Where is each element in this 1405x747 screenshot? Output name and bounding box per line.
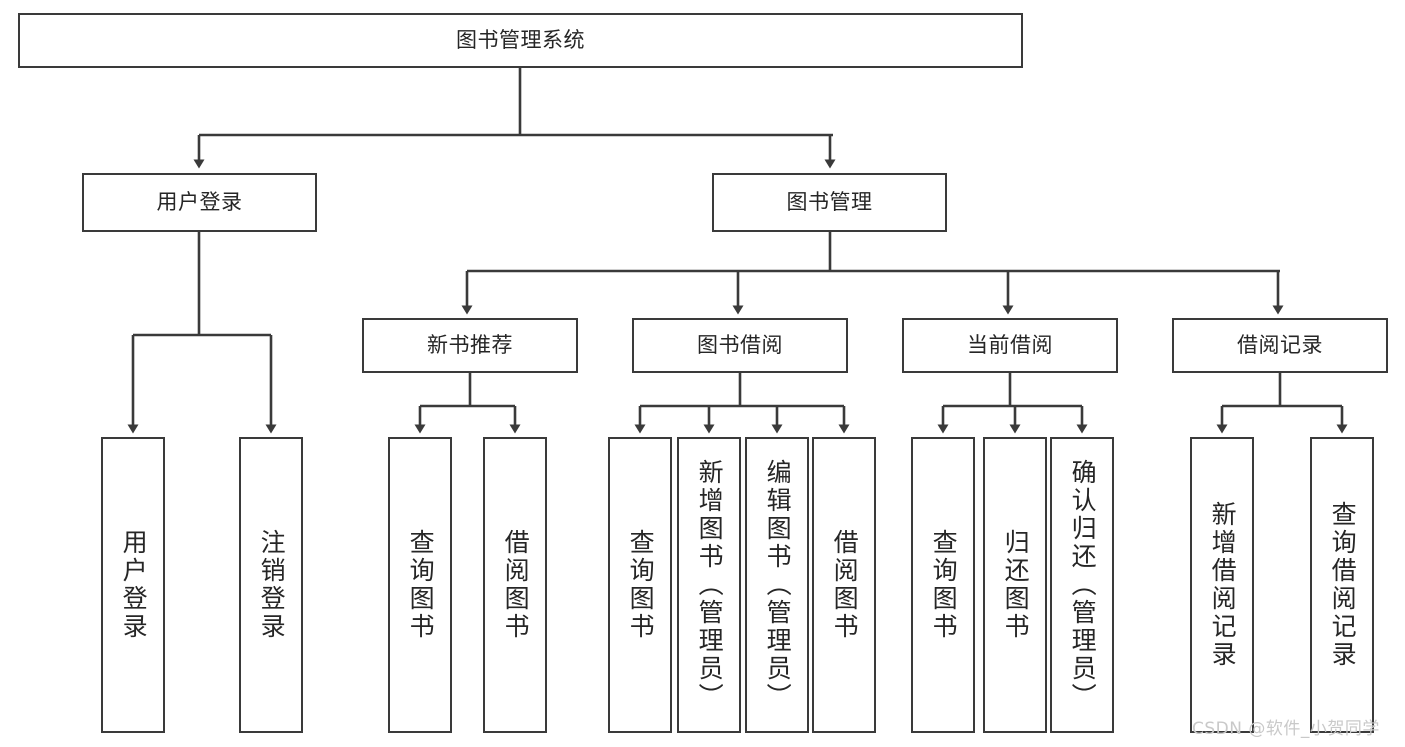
node-label: 注销登录 bbox=[257, 529, 287, 641]
leaf-user-login[interactable]: 用户登录 bbox=[101, 437, 165, 733]
node-label: 查询图书 bbox=[929, 529, 959, 641]
node-user-login[interactable]: 用户登录 bbox=[82, 173, 317, 232]
leaf-return-book[interactable]: 归还图书 bbox=[983, 437, 1047, 733]
node-label: 确认归还（管理员） bbox=[1068, 459, 1098, 711]
leaf-borrow-book-recommend[interactable]: 借阅图书 bbox=[483, 437, 547, 733]
leaf-add-book[interactable]: 新增图书（管理员） bbox=[677, 437, 741, 733]
node-label: 新增图书（管理员） bbox=[695, 459, 725, 711]
leaf-query-book-borrow[interactable]: 查询图书 bbox=[608, 437, 672, 733]
node-label: 查询借阅记录 bbox=[1328, 501, 1358, 669]
node-label: 编辑图书（管理员） bbox=[763, 459, 793, 711]
node-label: 借阅图书 bbox=[501, 529, 531, 641]
node-label: 图书管理系统 bbox=[456, 27, 585, 52]
leaf-edit-book[interactable]: 编辑图书（管理员） bbox=[745, 437, 809, 733]
node-borrow-record[interactable]: 借阅记录 bbox=[1172, 318, 1388, 373]
node-current-borrow[interactable]: 当前借阅 bbox=[902, 318, 1118, 373]
node-label: 借阅记录 bbox=[1237, 332, 1323, 357]
node-label: 借阅图书 bbox=[830, 529, 860, 641]
node-book-management[interactable]: 图书管理 bbox=[712, 173, 947, 232]
node-label: 新书推荐 bbox=[427, 332, 513, 357]
node-label: 查询图书 bbox=[626, 529, 656, 641]
node-label: 归还图书 bbox=[1001, 529, 1031, 641]
leaf-add-borrow-record[interactable]: 新增借阅记录 bbox=[1190, 437, 1254, 733]
node-book-borrow[interactable]: 图书借阅 bbox=[632, 318, 848, 373]
node-label: 新增借阅记录 bbox=[1208, 501, 1238, 669]
node-label: 用户登录 bbox=[156, 189, 243, 214]
leaf-confirm-return[interactable]: 确认归还（管理员） bbox=[1050, 437, 1114, 733]
node-root-system[interactable]: 图书管理系统 bbox=[18, 13, 1023, 68]
node-label: 图书借阅 bbox=[697, 332, 783, 357]
leaf-borrow-book[interactable]: 借阅图书 bbox=[812, 437, 876, 733]
leaf-query-book-current[interactable]: 查询图书 bbox=[911, 437, 975, 733]
leaf-query-borrow-record[interactable]: 查询借阅记录 bbox=[1310, 437, 1374, 733]
node-label: 当前借阅 bbox=[967, 332, 1053, 357]
csdn-watermark: CSDN @软件_小贺同学 bbox=[1192, 719, 1380, 739]
leaf-query-book-recommend[interactable]: 查询图书 bbox=[388, 437, 452, 733]
node-label: 查询图书 bbox=[406, 529, 436, 641]
node-label: 用户登录 bbox=[119, 529, 149, 641]
leaf-logout[interactable]: 注销登录 bbox=[239, 437, 303, 733]
node-new-book-recommend[interactable]: 新书推荐 bbox=[362, 318, 578, 373]
node-label: 图书管理 bbox=[786, 189, 873, 214]
